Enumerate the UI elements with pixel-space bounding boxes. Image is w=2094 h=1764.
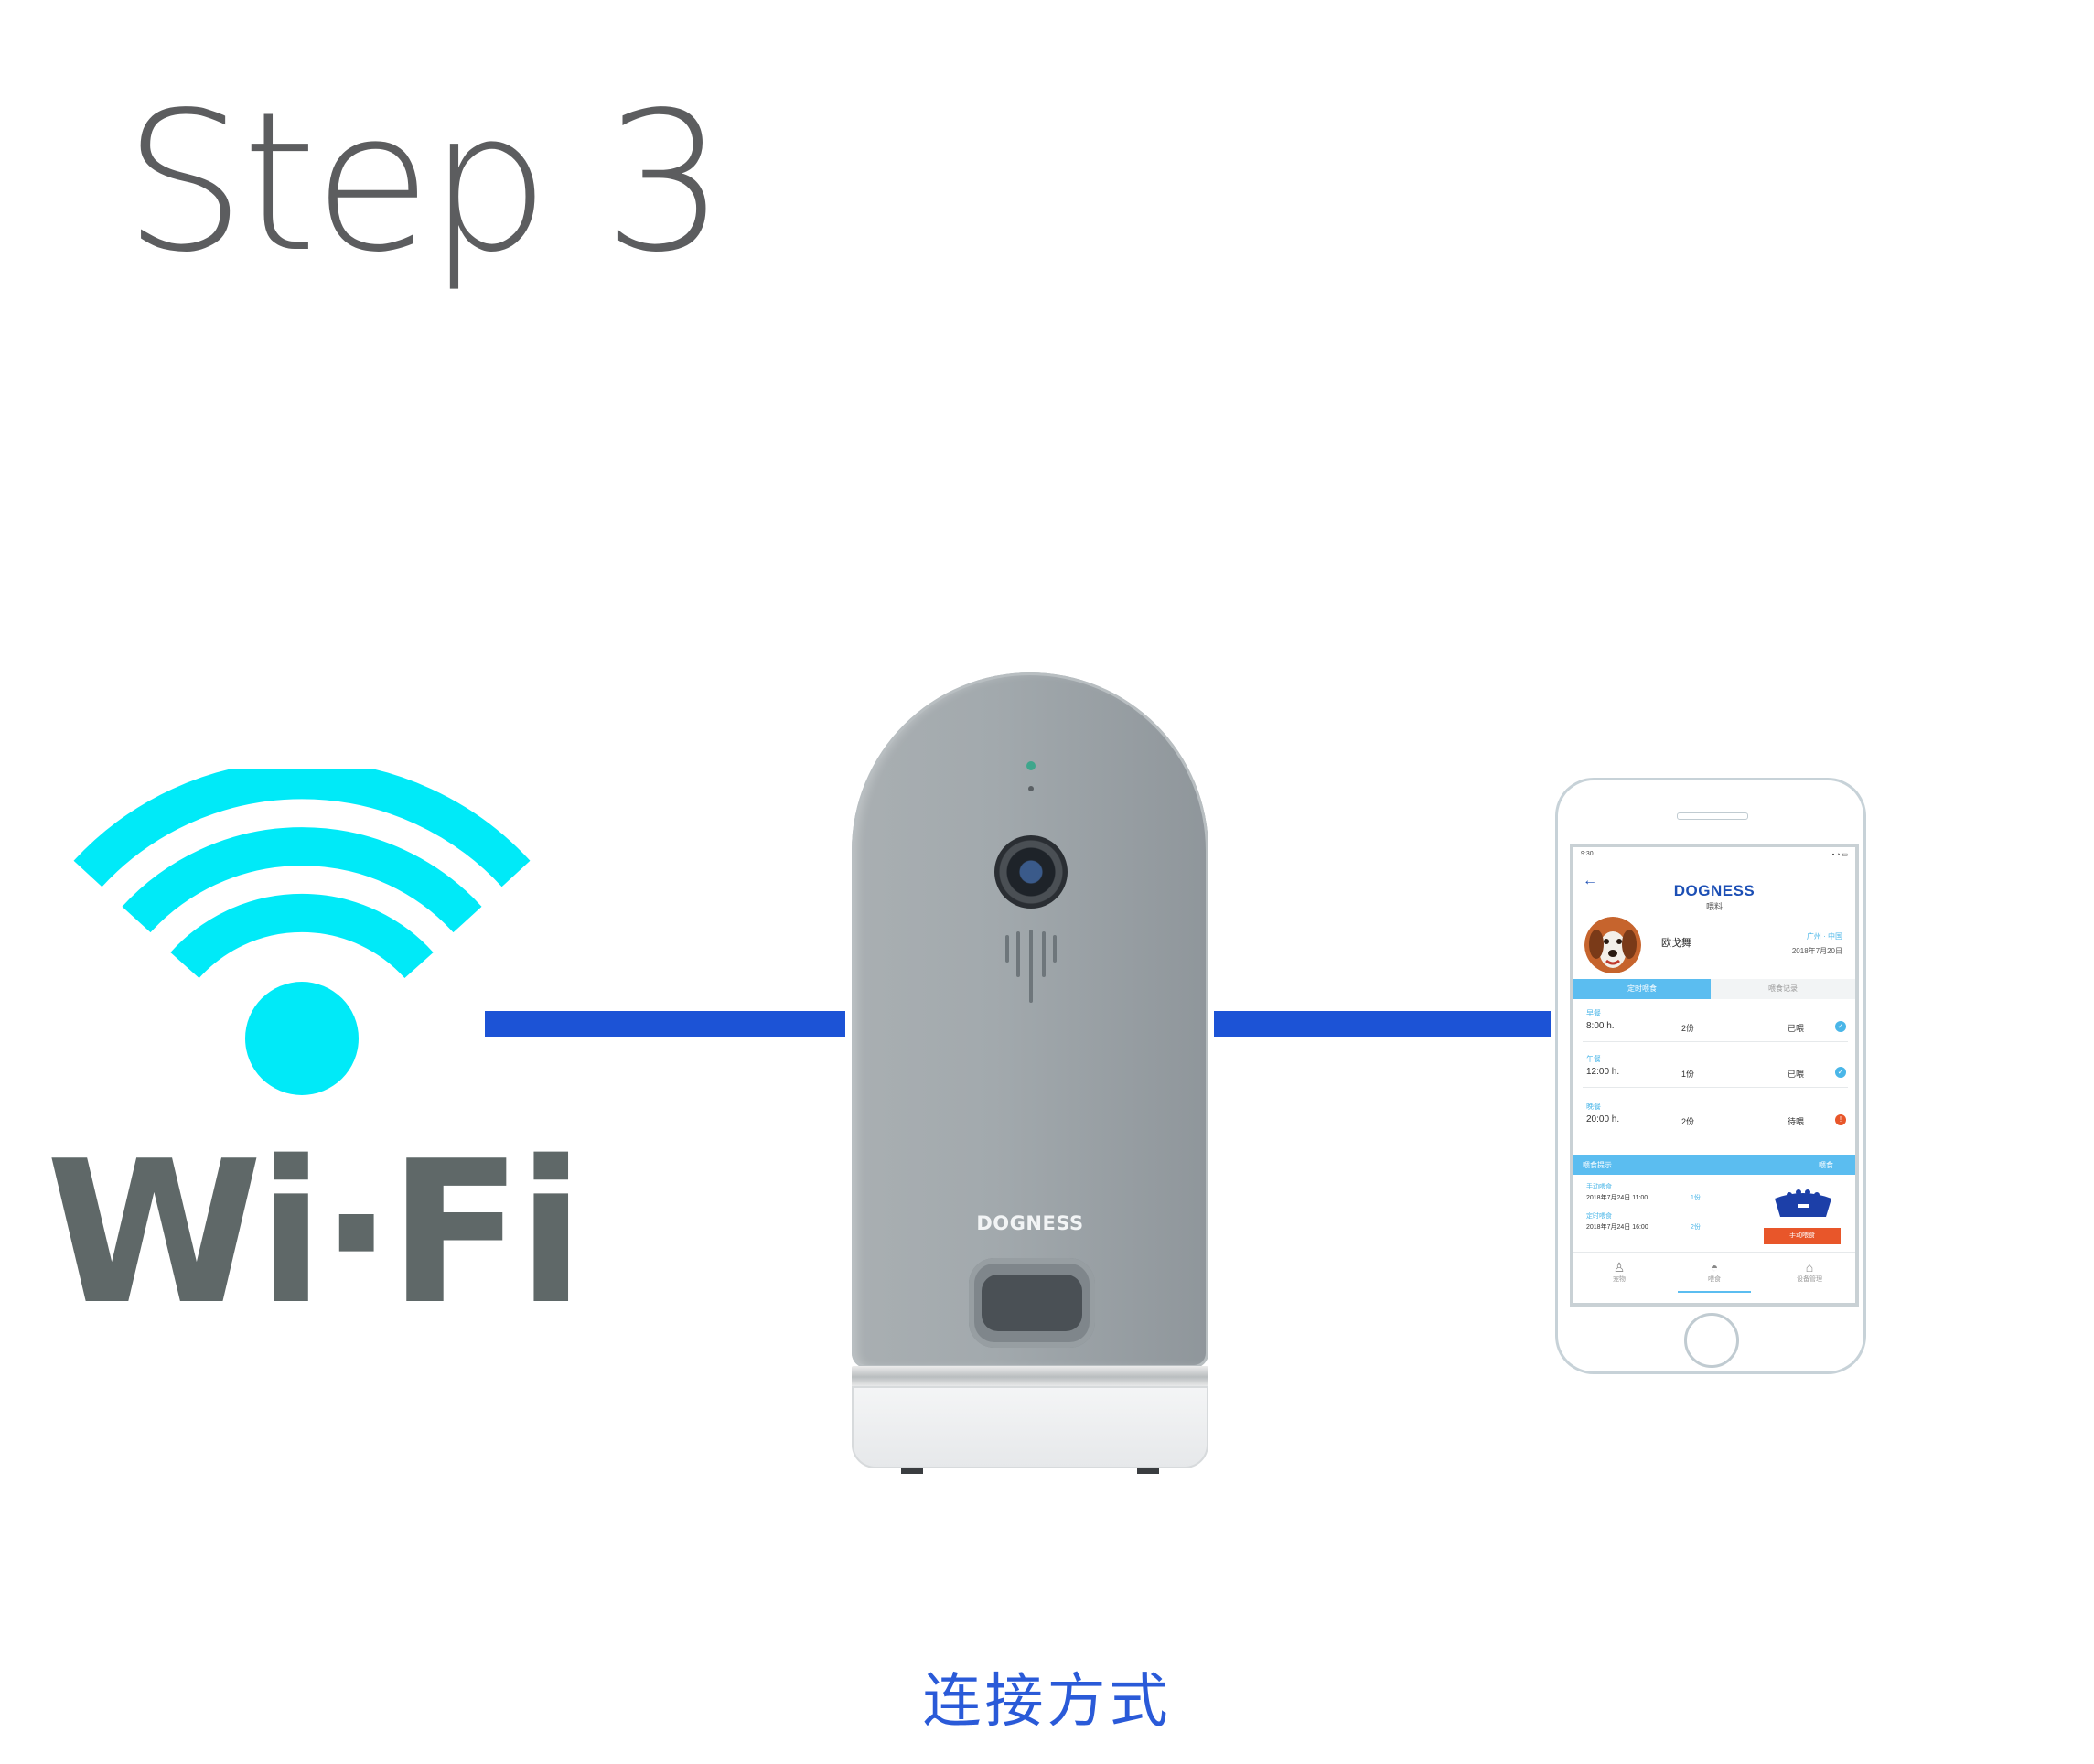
feeder-rim — [852, 1366, 1208, 1388]
record-portion: 1份 — [1691, 1195, 1701, 1201]
tab-schedule[interactable]: 定时喂食 — [1573, 979, 1711, 999]
feeder-base — [852, 1386, 1208, 1468]
food-outlet-opening — [982, 1275, 1082, 1331]
food-bowl-icon — [1775, 1189, 1831, 1217]
record-value: 2018年7月24日 16:00 — [1586, 1224, 1648, 1231]
meal-status: 已喂 — [1788, 1070, 1805, 1079]
bottom-nav: ♙ 宠物 ◓ 喂食 ⌂ 设备管理 — [1573, 1252, 1855, 1303]
smartphone: 9:30 ▪ ◔ ▭ ← DOGNESS 喂料 欧戈舞 广州 · 中国 2018… — [1555, 778, 1866, 1374]
nav-item-device[interactable]: ⌂ 设备管理 — [1773, 1260, 1846, 1284]
manual-feed-button[interactable]: 手动喂食 — [1764, 1228, 1841, 1244]
speaker-grille — [1005, 930, 1057, 1003]
camera-lens — [994, 835, 1068, 909]
meal-status: 待喂 — [1788, 1117, 1805, 1126]
meal-status: 已喂 — [1788, 1024, 1805, 1033]
record-portion: 2份 — [1691, 1224, 1701, 1231]
meal-time: 12:00 h. — [1586, 1067, 1620, 1077]
nav-label: 宠物 — [1613, 1276, 1626, 1283]
food-outlet — [969, 1258, 1095, 1348]
connection-line-right — [1214, 1011, 1551, 1037]
feeder-foot — [901, 1468, 923, 1474]
nav-item-feed[interactable]: ◓ 喂食 — [1678, 1260, 1751, 1284]
pet-feeder-device: DOGNESS — [846, 672, 1214, 1478]
app-logo: DOGNESS — [1673, 882, 1756, 899]
app-tabs: 定时喂食 喂食记录 — [1573, 979, 1855, 999]
banner-action[interactable]: 喂食 — [1819, 1161, 1833, 1169]
wifi-text: Wi·Fi — [46, 1118, 585, 1348]
home-button[interactable] — [1684, 1313, 1739, 1368]
meal-portion: 2份 — [1681, 1024, 1695, 1033]
caption: 连接方式 — [922, 1668, 1172, 1736]
meal-time: 20:00 h. — [1586, 1114, 1620, 1124]
status-icons: ▪ ◔ ▭ — [1831, 852, 1848, 858]
nav-label: 设备管理 — [1797, 1276, 1822, 1283]
status-time: 9:30 — [1581, 851, 1594, 857]
bowl-icon: ◓ — [1710, 1260, 1719, 1275]
feeder-brand-logo: DOGNESS — [976, 1212, 1084, 1234]
wifi-icon — [73, 769, 531, 1095]
phone-screen: 9:30 ▪ ◔ ▭ ← DOGNESS 喂料 欧戈舞 广州 · 中国 2018… — [1570, 844, 1859, 1307]
meal-portion: 1份 — [1681, 1070, 1695, 1079]
divider — [1583, 1041, 1848, 1042]
pet-avatar[interactable] — [1584, 917, 1641, 973]
record-label: 手动喂食 — [1586, 1184, 1612, 1190]
status-led — [1026, 761, 1036, 770]
tab-records[interactable]: 喂食记录 — [1711, 979, 1855, 999]
device-icon: ⌂ — [1805, 1260, 1814, 1275]
feeding-banner — [1573, 1155, 1855, 1175]
connection-line-left — [485, 1011, 845, 1037]
pet-date: 2018年7月20日 — [1791, 947, 1842, 955]
nav-item-pet[interactable]: ♙ 宠物 — [1583, 1260, 1656, 1284]
meal-label: 晚餐 — [1586, 1102, 1601, 1111]
record-label: 定时喂食 — [1586, 1213, 1612, 1220]
alert-icon[interactable]: ! — [1835, 1114, 1846, 1125]
check-icon[interactable]: ✓ — [1835, 1021, 1846, 1032]
meal-label: 早餐 — [1586, 1009, 1601, 1017]
check-icon[interactable]: ✓ — [1835, 1067, 1846, 1078]
meal-portion: 2份 — [1681, 1117, 1695, 1126]
meal-time: 8:00 h. — [1586, 1021, 1615, 1031]
banner-label: 喂食提示 — [1583, 1161, 1612, 1169]
nav-label: 喂食 — [1708, 1276, 1721, 1283]
meal-label: 午餐 — [1586, 1055, 1601, 1063]
pet-icon: ♙ — [1613, 1260, 1626, 1275]
back-arrow-icon[interactable]: ← — [1583, 873, 1597, 888]
nav-active-indicator — [1678, 1291, 1751, 1293]
divider — [1583, 1087, 1848, 1088]
pet-name: 欧戈舞 — [1661, 938, 1691, 949]
microphone-hole — [1028, 786, 1034, 791]
step-title: Step 3 — [123, 70, 726, 295]
phone-earpiece — [1677, 812, 1748, 820]
app-subtitle: 喂料 — [1705, 902, 1723, 911]
pet-location: 广州 · 中国 — [1806, 932, 1842, 941]
feeder-foot — [1137, 1468, 1159, 1474]
record-value: 2018年7月24日 11:00 — [1586, 1195, 1648, 1201]
